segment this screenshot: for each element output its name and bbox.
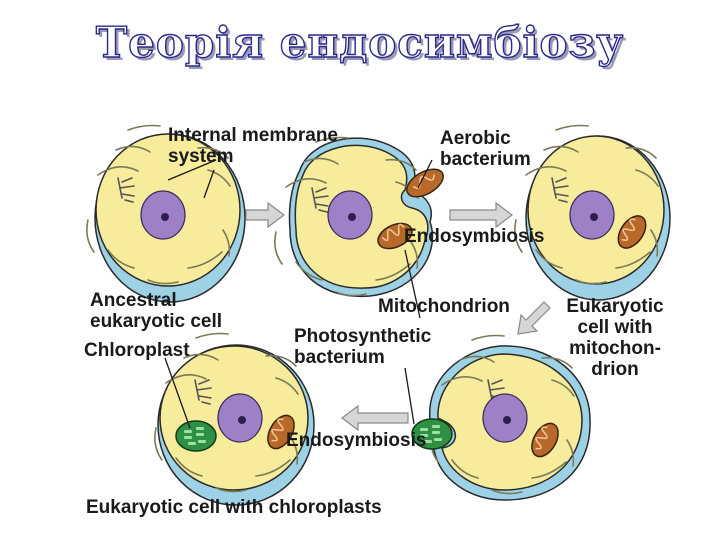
label-chloroplast: Chloroplast bbox=[84, 340, 190, 361]
label-endosymbiosis-top: Endosymbiosis bbox=[404, 226, 545, 247]
label-mitochondrion: Mitochondrion bbox=[378, 296, 510, 317]
arrow-2 bbox=[449, 201, 513, 229]
cell-with-mitochondrion bbox=[514, 124, 671, 301]
slide-title: Теорія ендосимбіозу bbox=[95, 17, 625, 67]
arrow-1 bbox=[245, 201, 285, 229]
leader-lines bbox=[164, 159, 433, 429]
arrow-4 bbox=[341, 404, 409, 432]
cell-engulfing-photosynthetic bbox=[411, 334, 591, 501]
cell-engulfing-aerobic bbox=[274, 136, 444, 298]
arrow-3 bbox=[517, 301, 551, 335]
label-endosymbiosis-bottom: Endosymbiosis bbox=[286, 430, 427, 451]
cell-with-chloroplasts bbox=[154, 332, 315, 506]
label-eukaryotic-cell-with-chloroplasts: Eukaryotic cell with chloroplasts bbox=[86, 497, 382, 518]
cell-ancestral bbox=[86, 124, 246, 303]
